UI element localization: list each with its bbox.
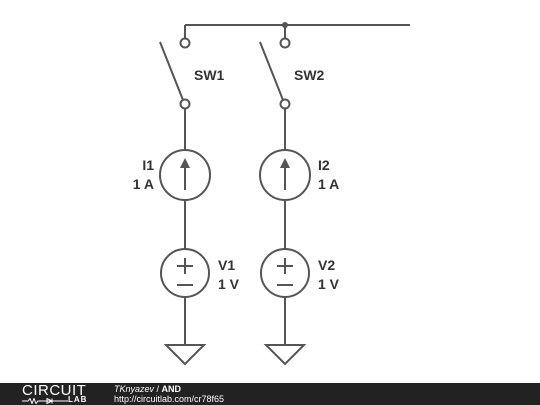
voltage-source-v2[interactable]: V2 1 V xyxy=(260,248,340,298)
current-source-i2-name: I2 xyxy=(318,157,330,173)
author-name[interactable]: TKnyazev xyxy=(114,384,155,394)
current-source-i1-name: I1 xyxy=(142,157,154,173)
switch-sw1[interactable]: SW1 xyxy=(159,37,225,110)
branch-1: SW1 I1 1 A V1 1 V xyxy=(133,37,240,366)
ground-2-icon xyxy=(263,344,307,366)
branch-2: SW2 I2 1 A V2 1 V xyxy=(259,37,340,366)
circuit-title[interactable]: AND xyxy=(161,384,182,394)
circuit-schematic: SW1 I1 1 A V1 1 V SW2 xyxy=(133,22,410,366)
current-source-i1[interactable]: I1 1 A xyxy=(133,149,211,201)
switch-sw1-top-terminal xyxy=(179,37,191,49)
switch-sw2-bottom-terminal xyxy=(279,98,291,110)
footer-bar: CIRCUIT LAB TKnyazev / AND http://circui… xyxy=(0,383,540,405)
voltage-source-v1-value: 1 V xyxy=(218,276,240,292)
switch-sw2-blade xyxy=(259,41,284,101)
ground-1-icon xyxy=(163,344,207,366)
voltage-source-v2-plus-icon xyxy=(277,258,293,274)
voltage-source-v2-value: 1 V xyxy=(318,276,340,292)
switch-sw1-label: SW1 xyxy=(194,67,225,83)
logo-wordmark: CIRCUIT xyxy=(22,382,87,399)
switch-sw2-label: SW2 xyxy=(294,67,325,83)
top-bus-wire xyxy=(184,24,410,38)
circuit-url-link[interactable]: http://circuitlab.com/cr78f65 xyxy=(114,394,225,404)
current-source-i2-arrowhead xyxy=(280,158,290,168)
circuitlab-logo[interactable]: CIRCUIT LAB xyxy=(22,383,92,405)
junction-node xyxy=(282,22,288,28)
author-title-line: TKnyazev / AND xyxy=(114,384,181,394)
voltage-source-v1[interactable]: V1 1 V xyxy=(160,248,240,298)
switch-sw1-blade xyxy=(159,41,184,101)
voltage-source-v1-plus-icon xyxy=(177,258,193,274)
current-source-i2[interactable]: I2 1 A xyxy=(259,149,339,201)
current-source-i2-value: 1 A xyxy=(318,176,339,192)
logo-lab-text: LAB xyxy=(68,395,88,404)
current-source-i1-value: 1 A xyxy=(133,176,154,192)
path-separator: / xyxy=(154,384,162,394)
switch-sw2[interactable]: SW2 xyxy=(259,37,325,110)
switch-sw1-bottom-terminal xyxy=(179,98,191,110)
current-source-i1-arrowhead xyxy=(180,158,190,168)
voltage-source-v1-name: V1 xyxy=(218,257,235,273)
voltage-source-v2-name: V2 xyxy=(318,257,335,273)
resistor-diode-icon xyxy=(22,398,68,404)
switch-sw2-top-terminal xyxy=(279,37,291,49)
